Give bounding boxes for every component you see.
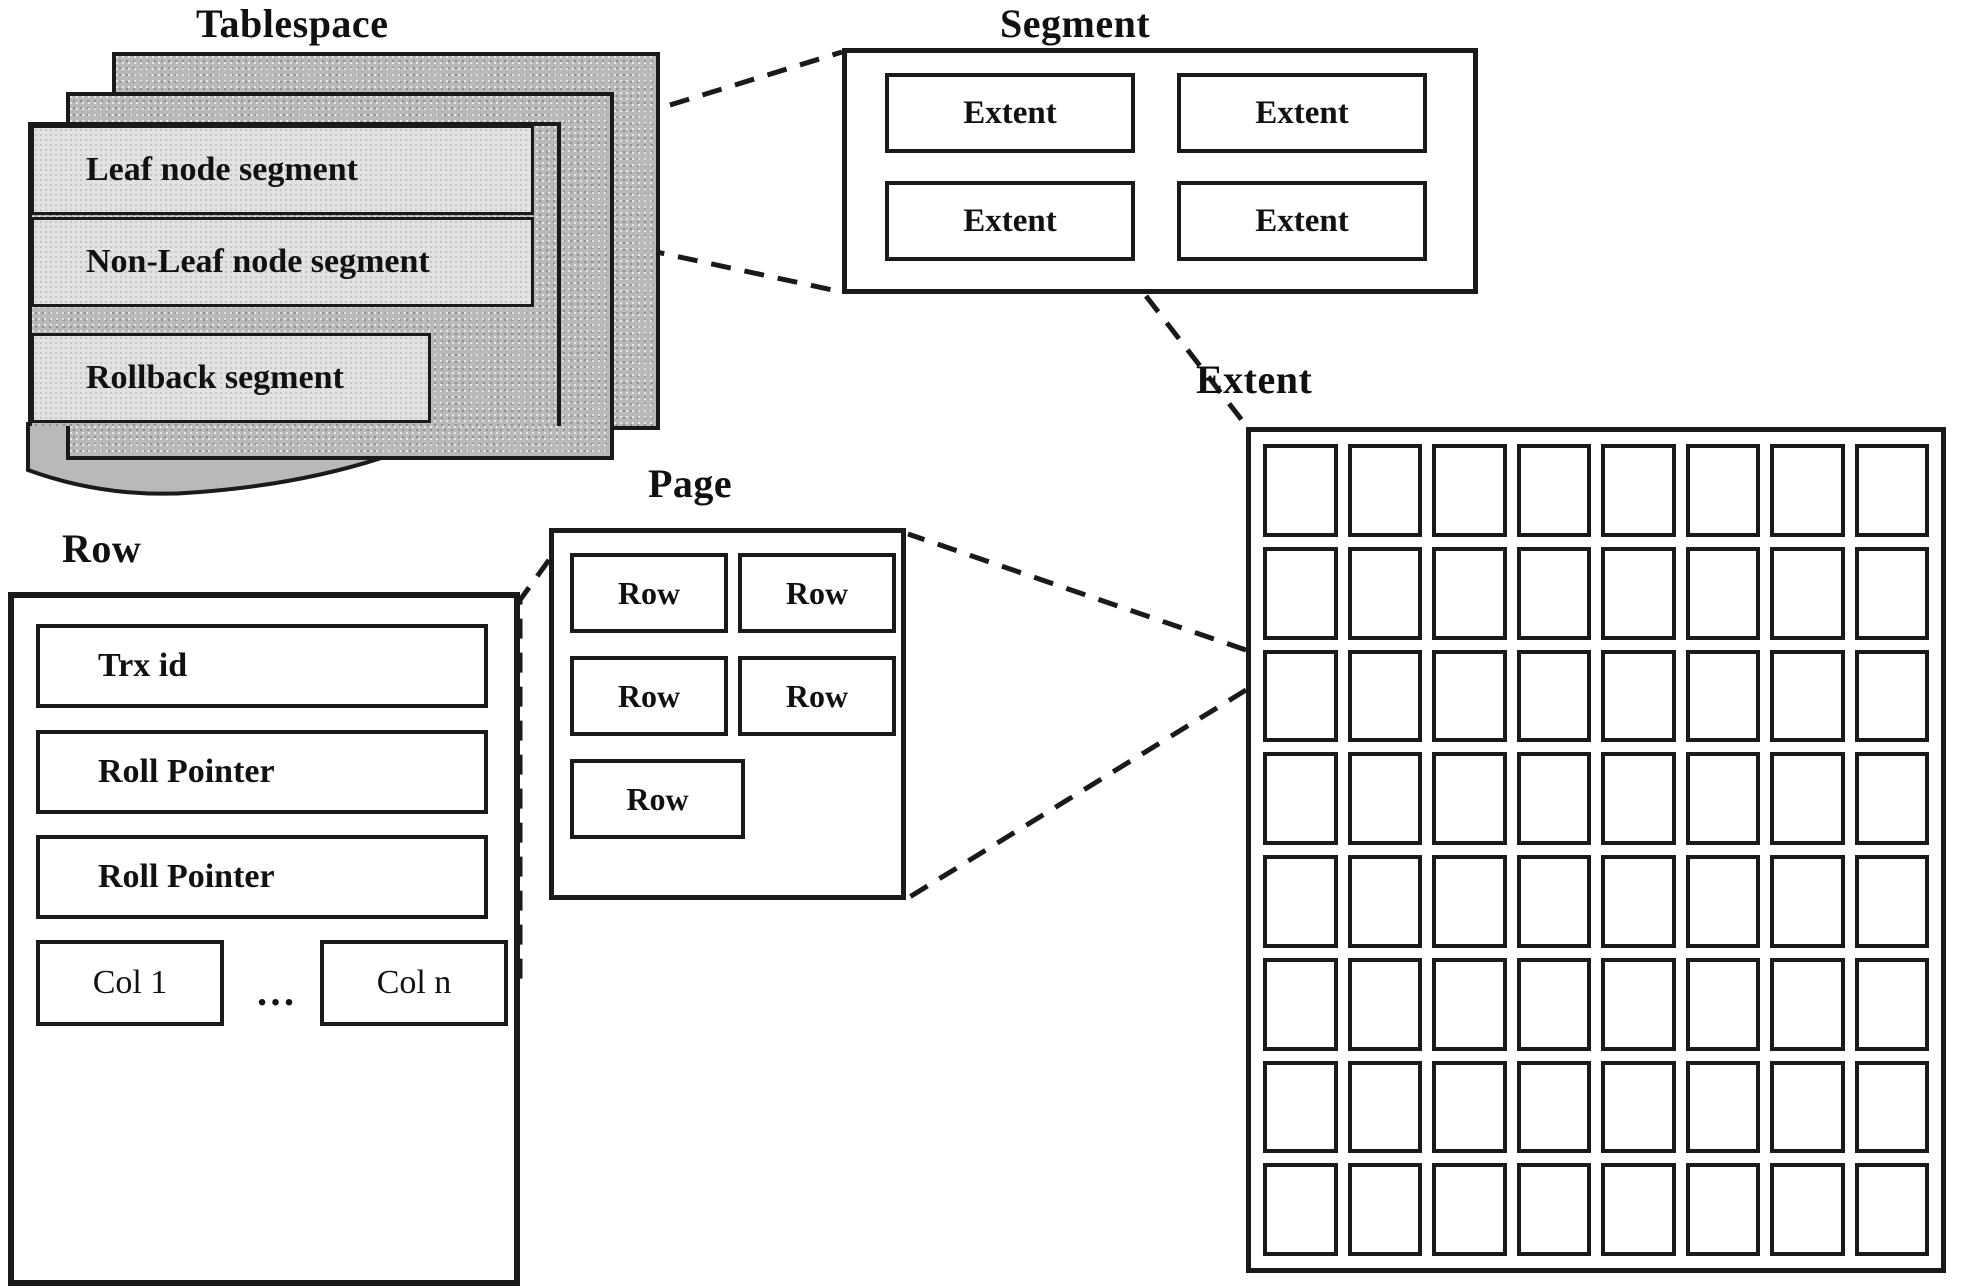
- row-columns-ellipsis: …: [255, 969, 299, 1014]
- extent-page-cell[interactable]: [1601, 1163, 1676, 1256]
- row-title: Row: [62, 526, 142, 571]
- extent-page-cell[interactable]: [1770, 855, 1845, 948]
- extent-page-cell[interactable]: [1770, 1060, 1845, 1154]
- extent-page-cell[interactable]: [1770, 957, 1845, 1051]
- extent-page-cell[interactable]: [1516, 957, 1591, 1051]
- extent-page-cell[interactable]: [1347, 444, 1422, 537]
- extent-page-cell[interactable]: [1432, 752, 1507, 845]
- extent-page-cell[interactable]: [1770, 546, 1845, 640]
- page-row-4[interactable]: Row: [738, 656, 896, 736]
- extent-page-cell[interactable]: [1516, 546, 1591, 640]
- page-row-5[interactable]: Row: [570, 759, 745, 839]
- page-row-1[interactable]: Row: [570, 553, 728, 633]
- extent-page-cell[interactable]: [1601, 546, 1676, 640]
- extent-page-cell[interactable]: [1263, 546, 1338, 640]
- segment-title: Segment: [1000, 1, 1151, 46]
- row-box: Trx id Roll Pointer Roll Pointer Col 1 ……: [8, 592, 520, 1286]
- extent-cell-3[interactable]: Extent: [885, 181, 1135, 261]
- extent-page-cell[interactable]: [1432, 444, 1507, 537]
- extent-page-cell[interactable]: [1854, 444, 1929, 537]
- extent-page-cell[interactable]: [1685, 444, 1760, 537]
- extent-page-cell[interactable]: [1263, 649, 1338, 743]
- extent-page-cell[interactable]: [1347, 855, 1422, 948]
- extent-page-cell[interactable]: [1601, 444, 1676, 537]
- extent-page-cell[interactable]: [1601, 752, 1676, 845]
- extent-page-cell[interactable]: [1432, 855, 1507, 948]
- extent-grid-box: [1246, 427, 1946, 1273]
- extent-page-cell[interactable]: [1263, 444, 1338, 537]
- extent-page-cell[interactable]: [1263, 957, 1338, 1051]
- row-column-last[interactable]: Col n: [320, 940, 508, 1026]
- extent-page-cell[interactable]: [1601, 957, 1676, 1051]
- extent-page-cell[interactable]: [1770, 1163, 1845, 1256]
- extent-page-cell[interactable]: [1770, 444, 1845, 537]
- extent-title: Extent: [1196, 357, 1313, 402]
- extent-page-cell[interactable]: [1347, 1163, 1422, 1256]
- segment-band-rollback-label: Rollback segment: [86, 359, 344, 396]
- row-field-trx-id[interactable]: Trx id: [36, 624, 488, 708]
- extent-page-cell[interactable]: [1347, 649, 1422, 743]
- extent-page-cell[interactable]: [1685, 649, 1760, 743]
- tablespace-title: Tablespace: [196, 1, 389, 46]
- extent-page-cell[interactable]: [1685, 1163, 1760, 1256]
- extent-page-cell[interactable]: [1347, 546, 1422, 640]
- extent-page-cell[interactable]: [1770, 752, 1845, 845]
- extent-page-cell[interactable]: [1854, 752, 1929, 845]
- segment-box: Extent Extent Extent Extent: [842, 48, 1478, 294]
- extent-page-cell[interactable]: [1263, 855, 1338, 948]
- extent-page-cell[interactable]: [1685, 1060, 1760, 1154]
- extent-page-cell[interactable]: [1516, 1163, 1591, 1256]
- extent-page-cell[interactable]: [1516, 649, 1591, 743]
- row-column-first[interactable]: Col 1: [36, 940, 224, 1026]
- connector-extent-to-page-top: [907, 531, 1247, 653]
- extent-page-cell[interactable]: [1601, 649, 1676, 743]
- extent-page-cell[interactable]: [1516, 855, 1591, 948]
- extent-page-cell[interactable]: [1432, 957, 1507, 1051]
- extent-page-cell[interactable]: [1601, 855, 1676, 948]
- extent-page-cell[interactable]: [1263, 1060, 1338, 1154]
- extent-cell-4[interactable]: Extent: [1177, 181, 1427, 261]
- page-row-3[interactable]: Row: [570, 656, 728, 736]
- extent-page-cell[interactable]: [1516, 752, 1591, 845]
- connector-page-to-row: [517, 558, 552, 980]
- extent-cell-2[interactable]: Extent: [1177, 73, 1427, 153]
- extent-page-cell[interactable]: [1854, 957, 1929, 1051]
- extent-page-cell[interactable]: [1347, 752, 1422, 845]
- extent-page-cell[interactable]: [1347, 957, 1422, 1051]
- extent-page-cell[interactable]: [1347, 1060, 1422, 1154]
- extent-page-cell[interactable]: [1432, 649, 1507, 743]
- extent-cell-1[interactable]: Extent: [885, 73, 1135, 153]
- page-box: Row Row Row Row Row: [549, 528, 906, 900]
- extent-page-cell[interactable]: [1854, 1060, 1929, 1154]
- extent-page-cell[interactable]: [1854, 1163, 1929, 1256]
- segment-band-leaf-node[interactable]: Leaf node segment: [31, 125, 534, 215]
- extent-page-cell[interactable]: [1685, 855, 1760, 948]
- extent-page-cell[interactable]: [1516, 444, 1591, 537]
- extent-page-cell[interactable]: [1432, 1060, 1507, 1154]
- extent-page-cell[interactable]: [1601, 1060, 1676, 1154]
- segment-band-non-leaf-node-label: Non-Leaf node segment: [86, 243, 430, 280]
- row-field-roll-pointer-1[interactable]: Roll Pointer: [36, 730, 488, 814]
- page-title: Page: [648, 461, 733, 506]
- extent-page-cell[interactable]: [1685, 546, 1760, 640]
- segment-band-leaf-node-label: Leaf node segment: [86, 151, 358, 188]
- extent-page-cell[interactable]: [1432, 546, 1507, 640]
- segment-band-non-leaf-node[interactable]: Non-Leaf node segment: [31, 217, 534, 307]
- extent-page-cell[interactable]: [1263, 752, 1338, 845]
- extent-page-cell[interactable]: [1263, 1163, 1338, 1256]
- extent-page-cell[interactable]: [1854, 649, 1929, 743]
- segment-band-rollback[interactable]: Rollback segment: [31, 333, 431, 423]
- extent-page-cell[interactable]: [1685, 957, 1760, 1051]
- connector-extent-to-page-bottom: [906, 687, 1248, 901]
- extent-page-cell[interactable]: [1516, 1060, 1591, 1154]
- page-row-2[interactable]: Row: [738, 553, 896, 633]
- extent-page-cell[interactable]: [1685, 752, 1760, 845]
- row-field-roll-pointer-2[interactable]: Roll Pointer: [36, 835, 488, 919]
- extent-page-cell[interactable]: [1854, 546, 1929, 640]
- extent-page-cell[interactable]: [1432, 1163, 1507, 1256]
- extent-page-cell[interactable]: [1770, 649, 1845, 743]
- extent-page-cell[interactable]: [1854, 855, 1929, 948]
